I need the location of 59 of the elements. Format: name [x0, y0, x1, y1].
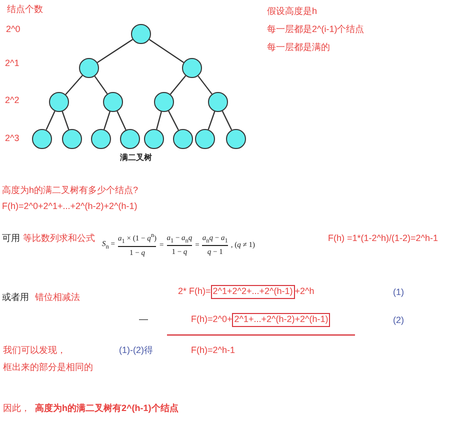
tree-node-circle — [103, 92, 123, 112]
tree-node-circle — [32, 129, 52, 149]
tree-edge-line — [62, 111, 70, 130]
formula-text: +2^h — [294, 286, 314, 298]
tree-node-circle — [49, 92, 69, 112]
note-text: 框出来的部分是相同的 — [3, 362, 93, 373]
tree-node-circle — [154, 92, 174, 112]
level-count: 2^3 — [5, 133, 20, 144]
tree-node-circle — [120, 129, 140, 149]
note-text: 每一层都是2^(i-1)个结点 — [267, 24, 364, 35]
tree-node-circle — [131, 24, 151, 44]
conclusion-text: 因此， — [3, 403, 30, 414]
note-text: 每一层都是满的 — [267, 42, 330, 53]
conclusion-text: 高度为h的满二叉树有2^(h-1)个结点 — [35, 403, 178, 414]
tree-edge-line — [222, 110, 232, 130]
question-text: 高度为h的满二叉树有多少个结点? — [2, 185, 138, 196]
formula-text: F(h)=2^0+ — [191, 314, 232, 326]
tree-node-circle — [91, 129, 111, 149]
tree-node-circle — [195, 129, 215, 149]
tree-edge-line — [208, 111, 216, 130]
minus-sign: — — [139, 314, 148, 325]
column-heading: 结点个数 — [7, 4, 43, 15]
result-text: (1)-(2)得 — [119, 345, 153, 356]
tree-node-circle — [173, 129, 193, 149]
formula-text: 2* F(h)= — [178, 286, 211, 298]
tree-node-circle — [208, 92, 228, 112]
method-text: 等比数列求和公式 — [23, 233, 95, 244]
tree-node-circle — [226, 129, 246, 149]
formula-text: F(h) =1*(1-2^h)/(1-2)=2^h-1 — [328, 233, 438, 244]
tree-edge-line — [94, 76, 108, 94]
tree-edge-line — [97, 38, 133, 64]
highlight-box: 2^1+...+2^(h-2)+2^(h-1) — [232, 313, 330, 327]
tree-node-circle — [144, 129, 164, 149]
tree-edge-line — [198, 76, 212, 94]
note-text: 我们可以发现， — [3, 345, 66, 356]
tree-caption: 满二叉树 — [120, 153, 152, 163]
tree-edge-line — [116, 110, 126, 130]
level-count: 2^2 — [5, 95, 20, 106]
tree-edge-line — [148, 39, 184, 63]
note-text: 可用 — [2, 233, 20, 244]
level-count: 2^0 — [6, 24, 20, 35]
formula-text: F(h)=2^h-1 — [191, 345, 235, 356]
method-text: 错位相减法 — [35, 292, 80, 303]
equation-number: (1) — [393, 287, 404, 298]
tree-node-circle — [182, 58, 202, 78]
formula-text: F(h)=2^0+2^1+...+2^(h-2)+2^(h-1) — [2, 201, 138, 212]
tree-node-circle — [79, 58, 99, 78]
note-text: 假设高度是h — [267, 6, 318, 17]
tree-edge-line — [46, 110, 56, 130]
tree-edge-line — [65, 75, 83, 95]
note-text: 或者用 — [2, 292, 29, 303]
tree-edge-line — [170, 75, 186, 95]
highlight-box: 2^1+2^2+...+2^(h-1) — [210, 285, 295, 299]
tree-edge-line — [168, 110, 179, 130]
equation-number: (2) — [393, 315, 404, 326]
level-count: 2^1 — [5, 58, 20, 69]
tree-node-circle — [62, 129, 82, 149]
tree-edge-line — [156, 112, 162, 130]
tree-edge-line — [104, 111, 110, 130]
